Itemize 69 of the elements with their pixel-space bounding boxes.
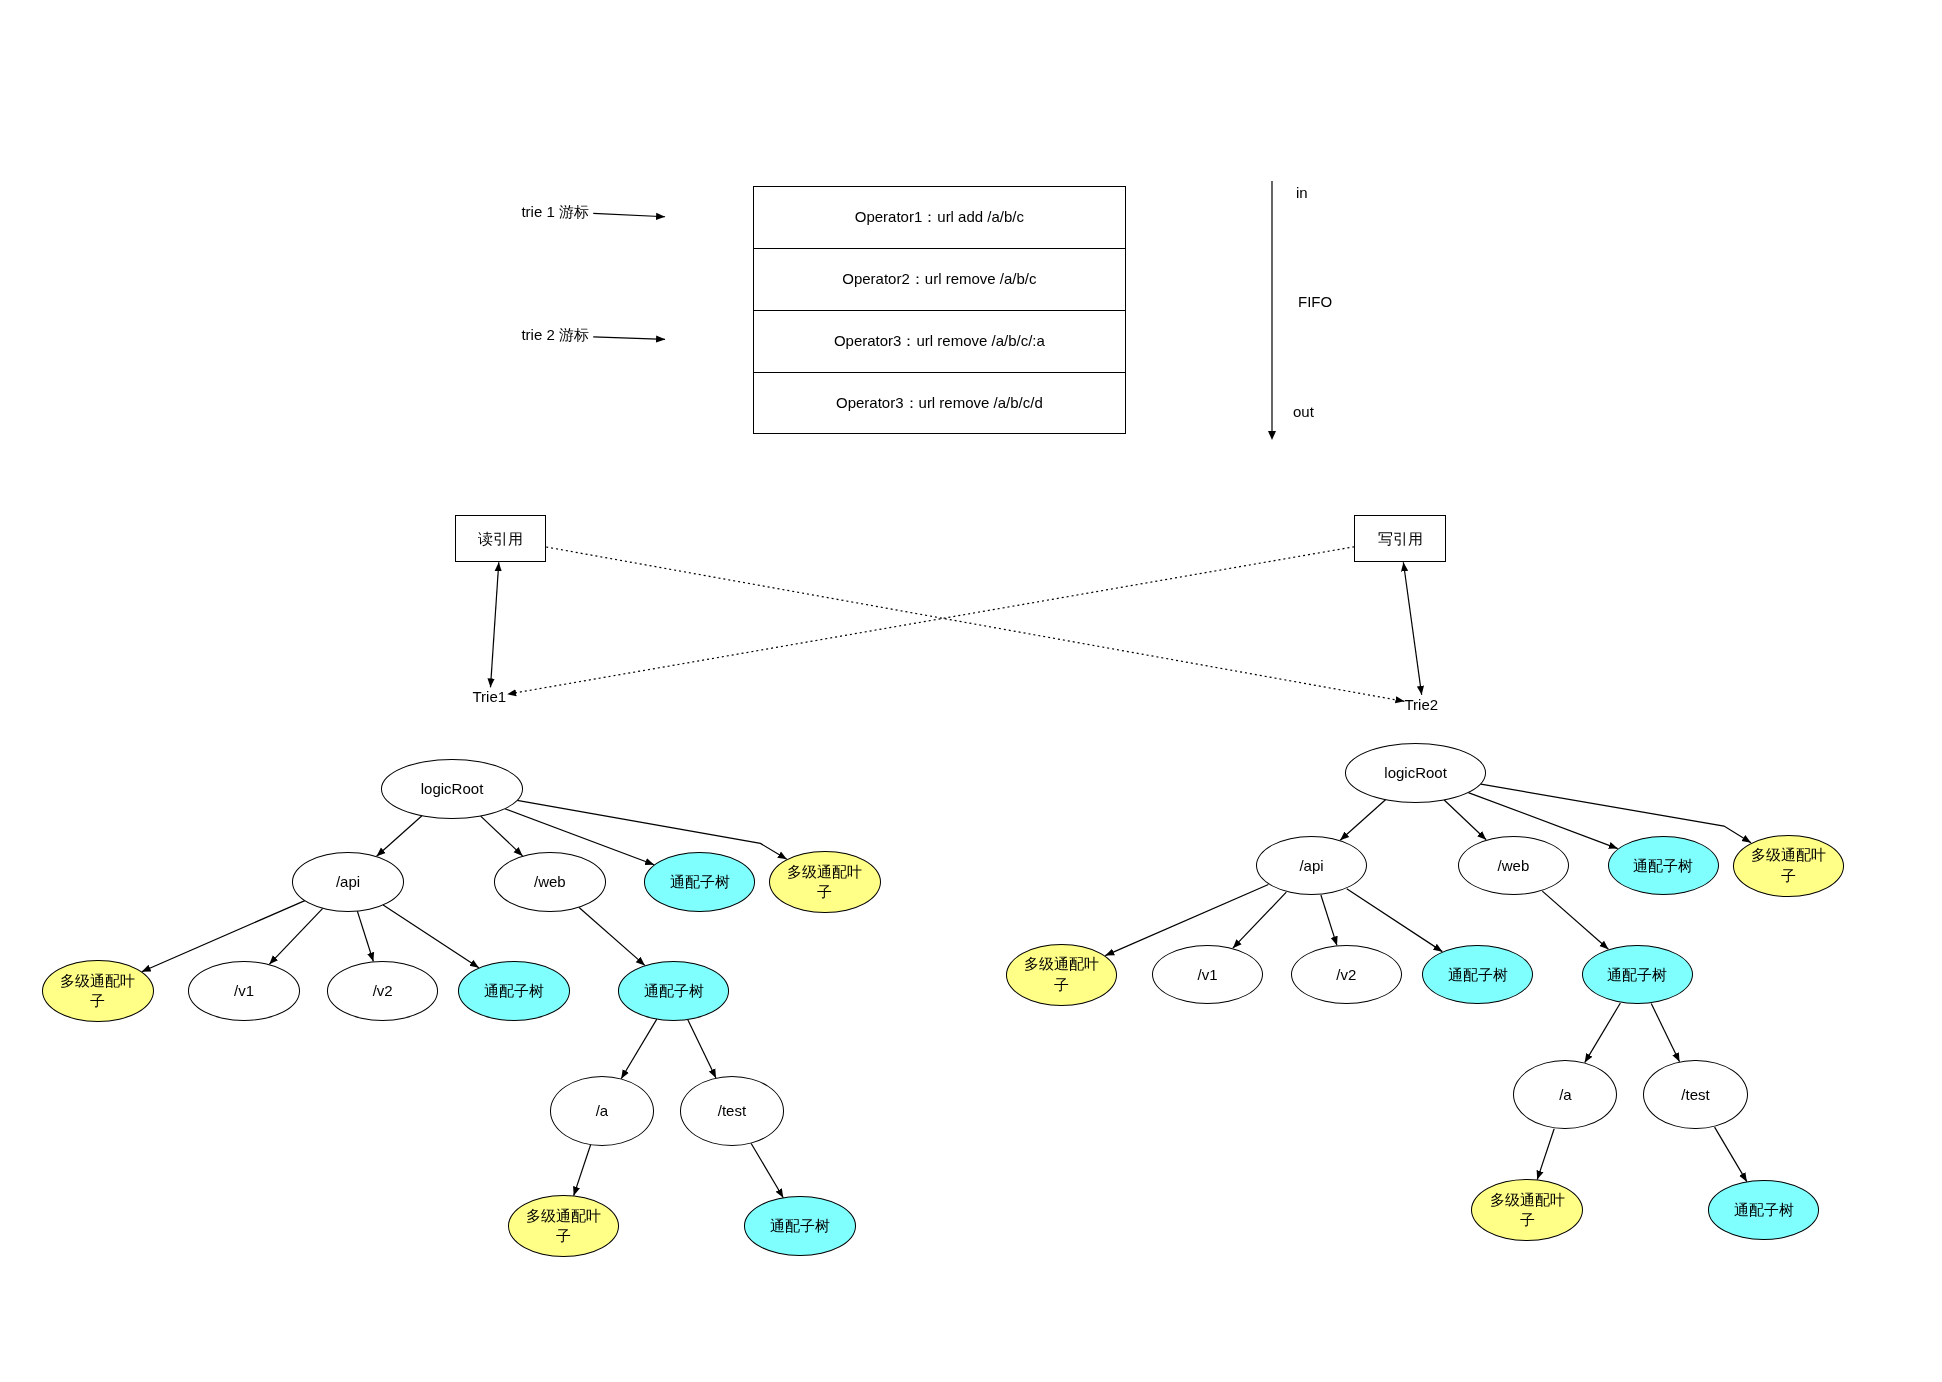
arrow: [141, 900, 306, 973]
tree-node-ellipse: 通配子树: [744, 1196, 856, 1256]
tree-node-ellipse: 多级通配叶子: [769, 850, 881, 913]
tree-node-ellipse: /web: [1457, 836, 1570, 896]
arrow: [1480, 783, 1752, 844]
arrow: [1467, 792, 1619, 850]
arrow: [620, 1018, 658, 1080]
tree-node-ellipse: /v1: [188, 961, 300, 1021]
queue-row: Operator3：url remove /a/b/c/d: [753, 371, 1126, 435]
arrow: [687, 1019, 717, 1079]
tree-node-ellipse: logicRoot: [1345, 743, 1487, 803]
arrow: [356, 910, 375, 963]
arrow: [487, 561, 502, 688]
arrow: [516, 799, 788, 860]
arrow: [1346, 888, 1443, 953]
arrow: [1232, 891, 1287, 949]
arrow: [1650, 1002, 1681, 1063]
text-label: FIFO: [1298, 293, 1333, 310]
arrow: [376, 815, 423, 857]
arrow: [268, 907, 324, 965]
arrow: [1401, 561, 1424, 696]
arrow: [382, 904, 480, 969]
tree-node-ellipse: /v1: [1151, 944, 1264, 1005]
tree-node-ellipse: /v2: [1290, 944, 1402, 1005]
arrow: [1584, 1002, 1621, 1064]
arrow: [1443, 799, 1487, 841]
text-label: trie 1 游标: [521, 201, 594, 223]
arrow: [504, 808, 655, 866]
reference-box: 读引用: [454, 515, 547, 563]
tree-node-ellipse: 通配子树: [1607, 836, 1719, 896]
tree-node-ellipse: /test: [1643, 1060, 1748, 1130]
arrow: [480, 815, 524, 857]
text-label: trie 2 游标: [521, 325, 594, 347]
tree-node-ellipse: 多级通配叶子: [42, 959, 154, 1022]
arrow: [1339, 799, 1387, 841]
tree-node-ellipse: 多级通配叶子: [1471, 1179, 1583, 1241]
queue-row: Operator1：url add /a/b/c: [753, 186, 1126, 249]
arrow: [573, 1144, 592, 1197]
queue-row: Operator2：url remove /a/b/c: [753, 247, 1126, 311]
arrow: [1541, 890, 1609, 950]
tree-node-ellipse: 通配子树: [618, 961, 730, 1021]
text-label: in: [1296, 184, 1308, 201]
tree-node-ellipse: 多级通配叶子: [1732, 834, 1845, 897]
arrow: [578, 906, 646, 966]
tree-node-ellipse: /test: [679, 1076, 784, 1146]
tree-node-ellipse: /api: [292, 852, 404, 912]
tree-node-ellipse: 多级通配叶子: [507, 1195, 620, 1258]
tree-node-ellipse: 通配子树: [1707, 1180, 1820, 1240]
queue-row: Operator3：url remove /a/b/c/:a: [753, 309, 1126, 373]
arrow: [592, 335, 666, 343]
tree-node-ellipse: 通配子树: [1421, 944, 1534, 1005]
text-label: out: [1293, 403, 1314, 420]
reference-box: 写引用: [1354, 515, 1446, 563]
arrow: [1104, 883, 1269, 957]
arrow: [1536, 1128, 1555, 1181]
text-label: Trie2: [1404, 694, 1442, 715]
tree-node-ellipse: 多级通配叶子: [1005, 943, 1118, 1006]
tree-node-ellipse: /v2: [326, 961, 439, 1021]
arrow: [1320, 894, 1338, 946]
tree-node-ellipse: 通配子树: [458, 961, 570, 1021]
arrow: [592, 212, 666, 220]
tree-node-ellipse: /a: [1513, 1060, 1618, 1130]
text-label: Trie1: [472, 687, 508, 708]
tree-node-ellipse: 通配子树: [644, 852, 756, 912]
tree-node-ellipse: /web: [494, 852, 606, 912]
tree-node-ellipse: /api: [1255, 836, 1368, 896]
tree-node-ellipse: /a: [549, 1076, 654, 1146]
tree-node-ellipse: 通配子树: [1581, 944, 1693, 1005]
tree-node-ellipse: logicRoot: [381, 759, 523, 819]
